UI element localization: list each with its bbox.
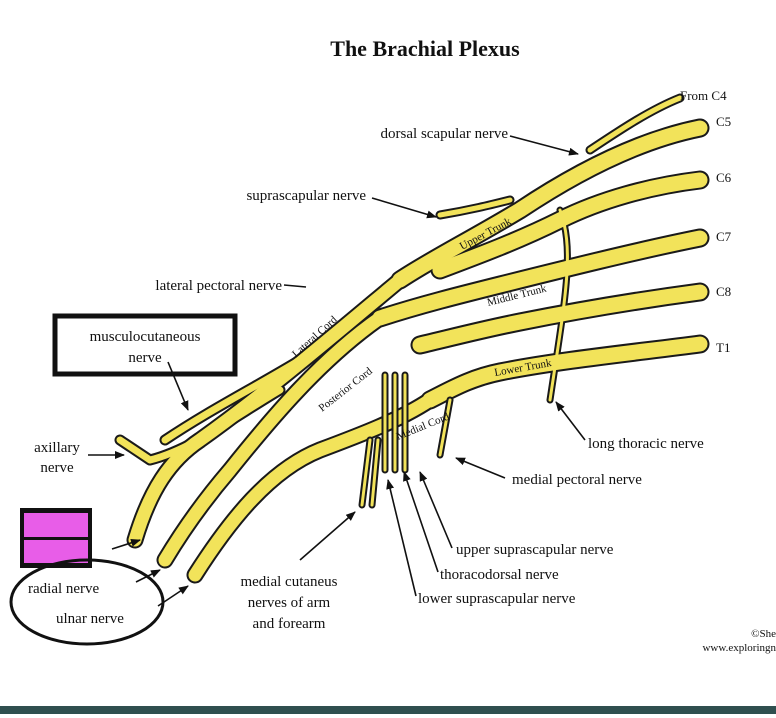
nerve-fills [116,95,708,582]
ulnar-nerve-label: ulnar nerve [56,611,124,627]
c5-label: C5 [716,114,731,129]
c6-label: C6 [716,170,732,185]
c8-root-nerve [412,284,708,353]
thoracodorsal-label: thoracodorsal nerve [440,567,559,583]
axillary-label-line2: nerve [40,460,74,476]
c8-label: C8 [716,284,731,299]
credit-line1: ©She [751,628,776,640]
radial-nerve-label: radial nerve [28,581,100,597]
hanging-branches [358,371,454,509]
label-arrows [88,135,586,607]
credit-line2: www.exploringn [702,642,776,654]
axillary-label-line1: axillary [34,440,80,456]
dorsal-scapular-label: dorsal scapular nerve [381,126,509,142]
axillary-nerve-path [116,386,284,464]
medial-cutaneous-label-line1: medial cutaneus [240,574,337,590]
lateral-pectoral-label: lateral pectoral nerve [155,278,282,294]
medial-cutaneous-label-line2: nerves of arm [248,595,331,611]
c7-label: C7 [716,229,732,244]
c5-root-nerve [392,120,708,288]
footer-bar [0,706,776,714]
musculocutaneous-label-line2: nerve [128,350,162,366]
t1-label: T1 [716,340,730,355]
upper-subscapular-label: upper suprascapular nerve [456,542,614,558]
long-thoracic-nerve-path [548,208,569,402]
musculocutaneous-box [52,313,238,377]
medial-cutaneous-label-line3: and forearm [253,616,326,632]
medial-pectoral-label: medial pectoral nerve [512,472,642,488]
answer-box-upper[interactable] [24,513,88,537]
ulnar-nerve-path [158,311,387,567]
suprascapular-label: suprascapular nerve [246,188,366,204]
lower-subscapular-label: lower suprascapular nerve [418,591,576,607]
c7-root-nerve [372,230,708,326]
suprascapular-nerve-path [437,197,513,218]
musculocutaneous-nerve-path [161,356,304,444]
diagram-title: The Brachial Plexus [330,36,520,61]
answer-box-lower[interactable] [24,540,88,563]
musculocutaneous-label-line1: musculocutaneous [90,329,201,345]
c6-root-nerve [432,172,708,278]
c4-branch-nerve [587,95,683,153]
t1-root-nerve [422,336,708,408]
radial-ulnar-circle [9,558,165,646]
from-c4-label: From C4 [680,88,727,103]
long-thoracic-label: long thoracic nerve [588,436,704,452]
